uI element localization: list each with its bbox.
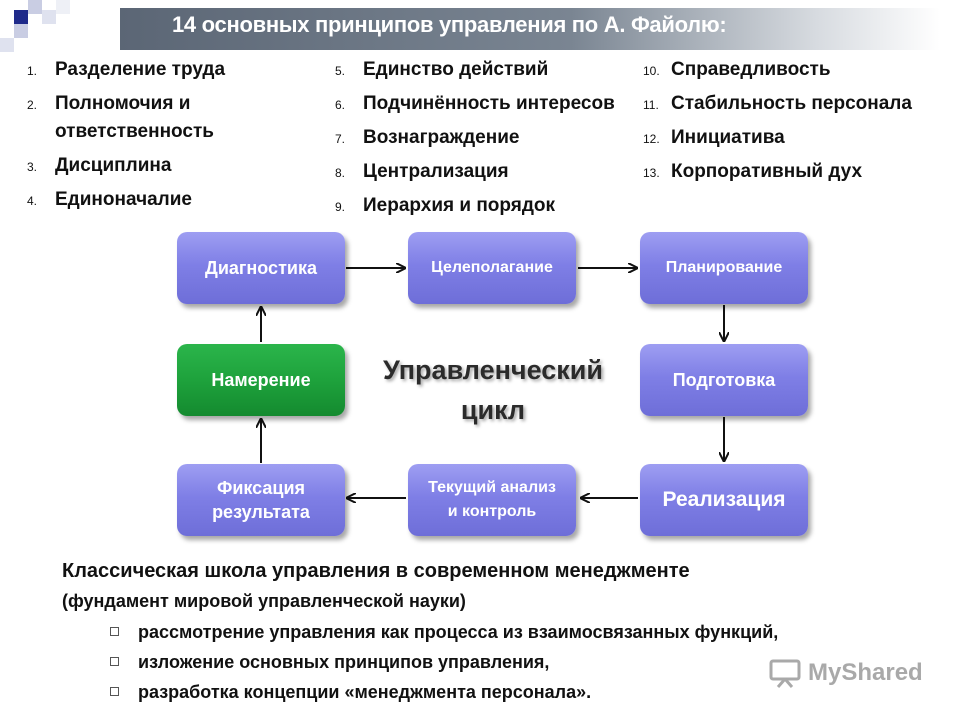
principles-column-2: 5.Единство действий 6.Подчинённость инте… (335, 56, 635, 226)
watermark-text: MyShared (808, 659, 923, 686)
cycle-node-planning: Планирование (640, 232, 808, 304)
decor-square (28, 0, 42, 14)
cycle-node-analysis: Текущий анализ и контроль (408, 464, 576, 536)
principle-item: 3.Дисциплина (27, 155, 172, 176)
cycle-node-goalsetting: Целеполагание (408, 232, 576, 304)
presentation-screen-icon (769, 659, 801, 688)
principle-item: 11.Стабильность персонала (643, 93, 912, 114)
list-item: рассмотрение управления как процесса из … (110, 618, 778, 646)
principles-column-1: 1.Разделение труда 2.Полномочия и ответс… (27, 56, 287, 220)
page-title: 14 основных принципов управления по А. Ф… (172, 12, 727, 37)
principle-item: 8.Централизация (335, 161, 509, 182)
list-item: разработка концепции «менеджмента персон… (110, 678, 778, 706)
cycle-node-preparation: Подготовка (640, 344, 808, 416)
cycle-label: Управленческий цикл (382, 355, 603, 425)
list-item: изложение основных принципов управления, (110, 648, 778, 676)
title-bar (120, 8, 940, 50)
principle-item: 10.Справедливость (643, 59, 831, 80)
cycle-node-fixation: Фиксация результата (177, 464, 345, 536)
cycle-node-realization: Реализация (640, 464, 808, 536)
principles-column-3: 10.Справедливость 11.Стабильность персон… (643, 56, 953, 192)
principle-item: 5.Единство действий (335, 59, 549, 80)
principle-item: 2.Полномочия и ответственность (27, 93, 214, 142)
decor-square (14, 24, 28, 38)
cycle-node-intention: Намерение (177, 344, 345, 416)
square-bullet-icon (110, 627, 119, 636)
decor-square (0, 38, 14, 52)
cycle-node-diagnostics: Диагностика (177, 232, 345, 304)
square-bullet-icon (110, 657, 119, 666)
principle-item: 12.Инициатива (643, 127, 785, 148)
section-subheading: (фундамент мировой управленческой науки) (62, 591, 466, 611)
square-bullet-icon (110, 687, 119, 696)
principle-item: 4.Единоначалие (27, 189, 192, 210)
principle-item: 13.Корпоративный дух (643, 161, 863, 182)
decor-square (14, 10, 28, 24)
watermark: MyShared (768, 658, 923, 688)
section-bullets: рассмотрение управления как процесса из … (110, 618, 778, 708)
decor-square (42, 10, 56, 24)
decor-square (56, 0, 70, 14)
principle-item: 6.Подчинённость интересов (335, 93, 615, 114)
principle-item: 7.Вознаграждение (335, 127, 520, 148)
section-heading: Классическая школа управления в современ… (62, 560, 690, 582)
principle-item: 9.Иерархия и порядок (335, 195, 556, 216)
principle-item: 1.Разделение труда (27, 59, 226, 80)
